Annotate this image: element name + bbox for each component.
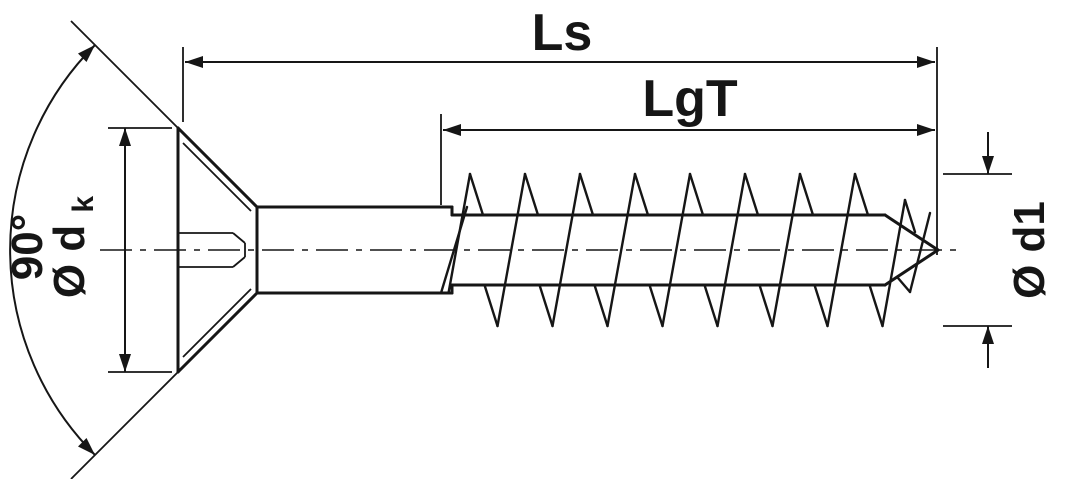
dimension-threaded-length: LgT [440,70,935,205]
ls-arrowhead-left [185,56,203,68]
drive-recess-profile [178,232,246,268]
tip-cone-bottom [883,248,940,287]
label-total-length: Ls [532,4,593,62]
label-head-diameter: Ø d k [45,196,100,299]
lgt-arrowhead-left [443,124,461,136]
label-thread-diameter: Ø d1 [1005,201,1054,299]
head-cone-face-top [176,126,259,209]
tip-cone-top [883,213,940,252]
head-cone-face-bottom [176,291,259,374]
dimension-thread-diameter: Ø d1 [943,132,1054,368]
recess-taper-top [232,232,246,244]
dk-arrowhead-top [119,128,131,146]
thread-bottom-crests [483,276,912,328]
head-cone-inner-line-bottom [182,288,252,358]
d1-arrowhead-top [982,156,994,174]
head-cone-inner-line-top [182,142,252,212]
lgt-arrowhead-right [917,124,935,136]
ls-arrowhead-right [917,56,935,68]
label-threaded-length: LgT [642,70,738,128]
label-head-angle: 90° [3,214,52,281]
label-head-diameter-subscript: k [67,196,100,213]
screw-head [176,126,259,374]
dimension-head-diameter: Ø d k [45,127,172,373]
label-head-diameter-main: Ø d [45,225,94,298]
thread-flank-diagonals [447,172,932,328]
dimension-total-length: Ls [182,4,938,255]
arc-arrowhead-top [78,45,95,62]
dk-arrowhead-bottom [119,354,131,372]
head-angle-annotation: 90° [3,20,179,479]
thread-top-crests [468,172,917,234]
screw-thread [447,172,940,328]
angle-construction-line-top [70,20,179,129]
recess-taper-bottom [232,256,246,268]
arc-arrowhead-bottom [78,438,95,455]
angle-arc-90 [9,44,96,456]
d1-arrowhead-bottom [982,326,994,344]
angle-construction-line-bottom [70,371,179,479]
